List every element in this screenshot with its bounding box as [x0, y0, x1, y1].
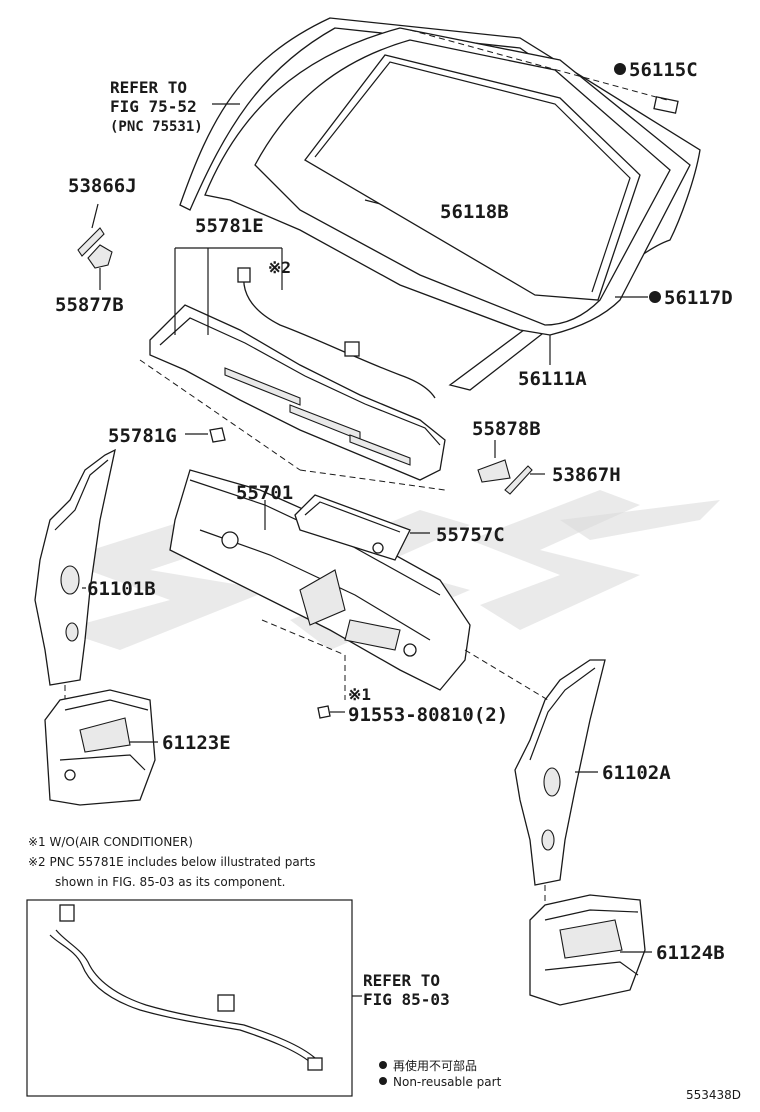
- clip-55781G: [185, 427, 226, 443]
- label-53867H: 53867H: [552, 464, 621, 486]
- nonreusable-dot-56115C: [614, 63, 626, 75]
- label-61124B: 61124B: [656, 942, 725, 964]
- panel-61123E: [44, 689, 158, 806]
- legend-jp: 再使用不可部品: [393, 1058, 477, 1073]
- refer-top-line2: FIG 75-52: [110, 97, 197, 116]
- label-56115C: 56115C: [629, 59, 698, 81]
- note-2a: ※2 PNC 55781E includes below illustrated…: [28, 855, 316, 869]
- refer-top-line3: (PNC 75531): [110, 119, 203, 135]
- label-55701: 55701: [236, 482, 293, 504]
- mark2-top: ※2: [268, 258, 291, 277]
- glass-opening-outline: [304, 54, 641, 301]
- legend-dot-en: [379, 1077, 387, 1085]
- label-55757C: 55757C: [436, 524, 505, 546]
- label-55781E: 55781E: [195, 215, 264, 237]
- refer-top-line1: REFER TO: [110, 78, 187, 97]
- bracket-55757C: [294, 494, 430, 561]
- seal-53867H: [504, 465, 545, 495]
- refer-bottom-line2: FIG 85-03: [363, 990, 450, 1009]
- seal-55878B: [477, 440, 511, 483]
- stopper-56115C: [653, 96, 679, 114]
- label-55877B: 55877B: [55, 294, 124, 316]
- pillar-61101B: [34, 448, 116, 705]
- label-61123E: 61123E: [162, 732, 231, 754]
- label-56117D: 56117D: [664, 287, 733, 309]
- label-91553: 91553-80810(2): [348, 704, 508, 726]
- panel-61124B: [529, 894, 652, 1006]
- label-53866J: 53866J: [68, 175, 137, 197]
- clip-53866J: [77, 203, 113, 290]
- washer-hose: [243, 269, 436, 399]
- label-61102A: 61102A: [602, 762, 671, 784]
- cowl-panel-55701: [169, 469, 471, 700]
- diagram-id: 553438D: [686, 1088, 741, 1102]
- inset-box: [26, 899, 362, 1097]
- label-55781G: 55781G: [108, 425, 177, 447]
- legend-en: Non-reusable part: [393, 1075, 502, 1089]
- label-56111A: 56111A: [518, 368, 587, 390]
- label-61101B: 61101B: [87, 578, 156, 600]
- refer-bottom-line1: REFER TO: [363, 971, 440, 990]
- label-55878B: 55878B: [472, 418, 541, 440]
- mark1-bolt: ※1: [348, 685, 371, 704]
- pillar-61102A: [464, 649, 606, 905]
- nonreusable-dot-56117D: [649, 291, 661, 303]
- legend-dot-jp: [379, 1061, 387, 1069]
- note-1: ※1 W/O(AIR CONDITIONER): [28, 835, 193, 849]
- note-2b: shown in FIG. 85-03 as its component.: [55, 875, 285, 889]
- labels: REFER TO FIG 75-52 (PNC 75531) 56115C 53…: [28, 59, 741, 1102]
- label-56118B: 56118B: [440, 201, 509, 223]
- cowl-louver-55781E: [139, 247, 446, 491]
- bolt-91553: [317, 705, 345, 719]
- windshield-assembly: [179, 17, 701, 391]
